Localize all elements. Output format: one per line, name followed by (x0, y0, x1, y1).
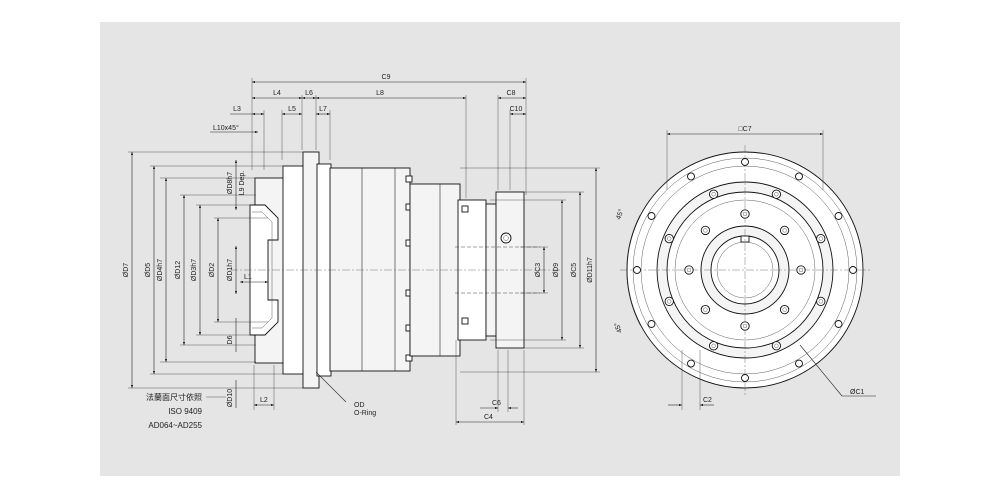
bolt-hole-icon (700, 225, 711, 236)
dim-c9: C9 (382, 74, 391, 81)
dim-d1: ØD1h7 (227, 259, 234, 281)
left-dimensions: ØD7 ØD5 ØD4h7 ØD12 ØD3h7 ØD2 ØD8h7 L9 De… (123, 151, 304, 408)
note-flange-standard: 法蘭面尺寸依照 (146, 392, 202, 402)
dim-c5: ØC5 (571, 263, 578, 278)
bolt-head-icon (703, 307, 708, 312)
bolt-hole-icon (816, 296, 826, 307)
dim-l4: L4 (273, 90, 281, 97)
dim-c1: ØC1 (850, 389, 865, 396)
bolt-hole-icon (664, 296, 674, 307)
angle-45-top: 45° (614, 208, 625, 221)
bolt-hole-icon (771, 341, 782, 351)
callout-od: OD (354, 402, 365, 409)
angle-45-bottom: 45° (613, 321, 624, 334)
flange-notes: 法蘭面尺寸依照 ISO 9409 AD064~AD255 (146, 392, 226, 430)
bolt-head-icon (782, 307, 787, 312)
bolt-hole-icon (664, 233, 674, 244)
bolt-head-icon (711, 192, 716, 197)
dim-c8: C8 (507, 90, 516, 97)
bolt-hole-icon (779, 225, 790, 236)
bolt-hole-icon (700, 304, 711, 315)
dim-d5: ØD5 (145, 263, 152, 278)
dim-l1: L1 (244, 274, 252, 281)
bolt-hole-icon (708, 341, 719, 351)
bolt-hole-icon (687, 359, 695, 368)
dim-d11: ØD11h7 (587, 257, 594, 283)
bolt-head-icon (774, 343, 779, 348)
bolt-hole-icon (687, 172, 695, 181)
right-dimensions: ØC3 ØD9 ØC5 ØD11h7 (460, 167, 600, 373)
bolt-hole-icon (816, 233, 826, 244)
dim-d7: ØD7 (123, 263, 130, 278)
bolt-hole-icon (795, 359, 803, 368)
callout-oring: O-Ring (354, 410, 376, 417)
bolt-head-icon (703, 228, 708, 233)
dim-l7: L7 (319, 106, 327, 113)
note-range: AD064~AD255 (148, 421, 202, 430)
bolt-head-icon (686, 267, 692, 273)
dim-c10: C10 (510, 106, 523, 113)
bolt-hole-icon (796, 265, 806, 275)
side-view (230, 151, 560, 389)
dim-l9: L9 Dep. (239, 171, 246, 196)
bolt-head-icon (667, 236, 672, 241)
front-view: □C7 C2 ØC1 45° 45° (613, 126, 876, 410)
dim-l8: L8 (376, 90, 384, 97)
bolt-hole-icon (795, 172, 803, 181)
bolt-hole-icon (834, 212, 843, 220)
bolt-hole-icon (741, 374, 749, 382)
top-dimensions: C9 L4 L6 L8 C8 L3 L5 L7 C10 L10x45° (210, 74, 527, 198)
bolt-hole-icon (647, 212, 656, 220)
bolt-head-icon (742, 211, 748, 217)
bolt-hole-icon (740, 209, 750, 219)
dim-l3: L3 (233, 106, 241, 113)
bolt-head-icon (774, 192, 779, 197)
bolt-head-icon (798, 267, 804, 273)
dim-c7: □C7 (738, 126, 751, 133)
dim-l6: L6 (305, 90, 313, 97)
dim-l10: L10x45° (213, 124, 239, 132)
bolt-hole-icon (771, 189, 782, 199)
dim-d6: D6 (227, 335, 234, 344)
bolt-hole-icon (633, 266, 641, 274)
bolt-hole-icon (740, 321, 750, 331)
dim-d10: ØD10 (227, 389, 234, 407)
dim-d12: ØD12 (175, 261, 182, 279)
bolt-hole-icon (708, 189, 719, 199)
bolt-head-icon (782, 228, 787, 233)
dim-c4: C4 (484, 414, 493, 421)
bolt-hole-icon (834, 320, 843, 328)
bolt-head-icon (711, 343, 716, 348)
dim-d3: ØD3h7 (191, 259, 198, 281)
dim-d2: ØD2 (209, 263, 216, 278)
clamp-screw-icon (500, 232, 512, 244)
bolt-hole-icon (849, 266, 857, 274)
bolt-hole-icon (741, 158, 749, 166)
bolt-hole-icon (779, 304, 790, 315)
bolt-head-icon (818, 299, 823, 304)
dim-l2: L2 (260, 397, 268, 404)
bottom-dimensions: L2 C6 C4 OD O-Ring (253, 340, 525, 425)
note-iso: ISO 9409 (168, 407, 202, 416)
dim-d9: ØD9 (553, 263, 560, 278)
dim-c3: ØC3 (535, 263, 542, 278)
bolt-hole-icon (647, 320, 656, 328)
dim-c6: C6 (492, 400, 501, 407)
main-housing (329, 167, 411, 372)
bolt-head-icon (818, 236, 823, 241)
bolt-head-icon (742, 323, 748, 329)
dim-c2: C2 (703, 397, 712, 404)
dim-d8: ØD8h7 (227, 172, 234, 194)
dim-l5: L5 (288, 106, 296, 113)
bolt-head-icon (667, 299, 672, 304)
dim-d4: ØD4h7 (157, 259, 164, 281)
bolt-hole-icon (684, 265, 694, 275)
